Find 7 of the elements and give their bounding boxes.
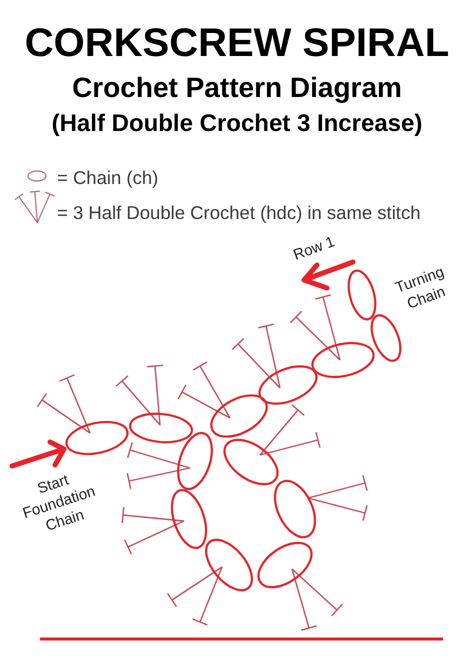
subtitle: Crochet Pattern Diagram xyxy=(71,72,403,104)
legend-text: = Chain (ch) xyxy=(57,166,158,190)
row-label: Row 1 xyxy=(291,233,338,265)
subtitle: (Half Double Crochet 3 Increase) xyxy=(50,109,424,139)
annotation-label: Turning Chain xyxy=(392,262,449,315)
legend-text: = 3 Half Double Crochet (hdc) in same stitch xyxy=(57,201,420,225)
title: CORKSCREW SPIRAL xyxy=(24,20,450,66)
